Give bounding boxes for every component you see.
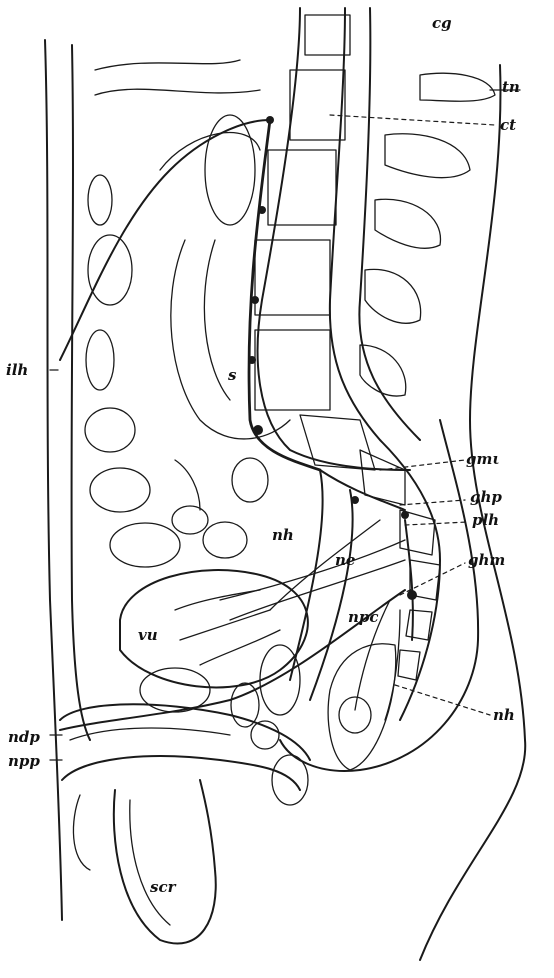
label-npp: npp	[8, 752, 40, 770]
scrotum	[114, 780, 216, 944]
rectum-outline	[171, 240, 290, 439]
sacral-segment-2	[360, 450, 405, 505]
vertebra-2	[290, 70, 345, 140]
label-plh: plh	[472, 511, 499, 529]
label-ghm: ghm	[468, 551, 505, 569]
body-outline	[45, 40, 525, 960]
iliohypogastric-nerve	[60, 120, 270, 360]
label-tn: tn	[502, 78, 520, 96]
label-nh-upper: nh	[272, 526, 294, 544]
sacral-segment-1	[300, 415, 375, 470]
hypogastric-nerve	[290, 470, 323, 680]
label-scr: scr	[150, 878, 177, 896]
label-nh-lower: nh	[493, 706, 515, 724]
label-s: s	[228, 366, 237, 384]
label-ndp: ndp	[8, 728, 40, 746]
label-ne: ne	[335, 551, 355, 569]
label-ct: ct	[500, 116, 516, 134]
label-npc: npc	[348, 608, 379, 626]
bulb-gland	[272, 755, 308, 805]
label-gmi: gmι	[466, 450, 500, 468]
nerves	[60, 116, 417, 730]
label-ghp: ghp	[470, 488, 502, 506]
spinous-process-5	[360, 345, 406, 396]
vertebra-3	[268, 150, 336, 225]
spinous-process-4	[365, 269, 421, 323]
sympathetic-trunk	[249, 120, 320, 470]
spinous-process-1	[420, 73, 495, 101]
coccyx	[398, 650, 420, 680]
label-cg: cg	[432, 14, 452, 32]
figure-labels: cg tn ct ilh s gmι ghp plh nh ghm ne npc…	[6, 14, 520, 896]
vertebra-5	[255, 330, 330, 410]
sacral-segment-5	[406, 610, 432, 640]
spinous-process-3	[375, 199, 440, 248]
label-vu: vu	[138, 626, 158, 644]
glands	[231, 644, 396, 770]
label-ilh: ilh	[6, 361, 28, 379]
external-genitalia	[60, 704, 310, 943]
spinous-process-2	[385, 134, 470, 178]
